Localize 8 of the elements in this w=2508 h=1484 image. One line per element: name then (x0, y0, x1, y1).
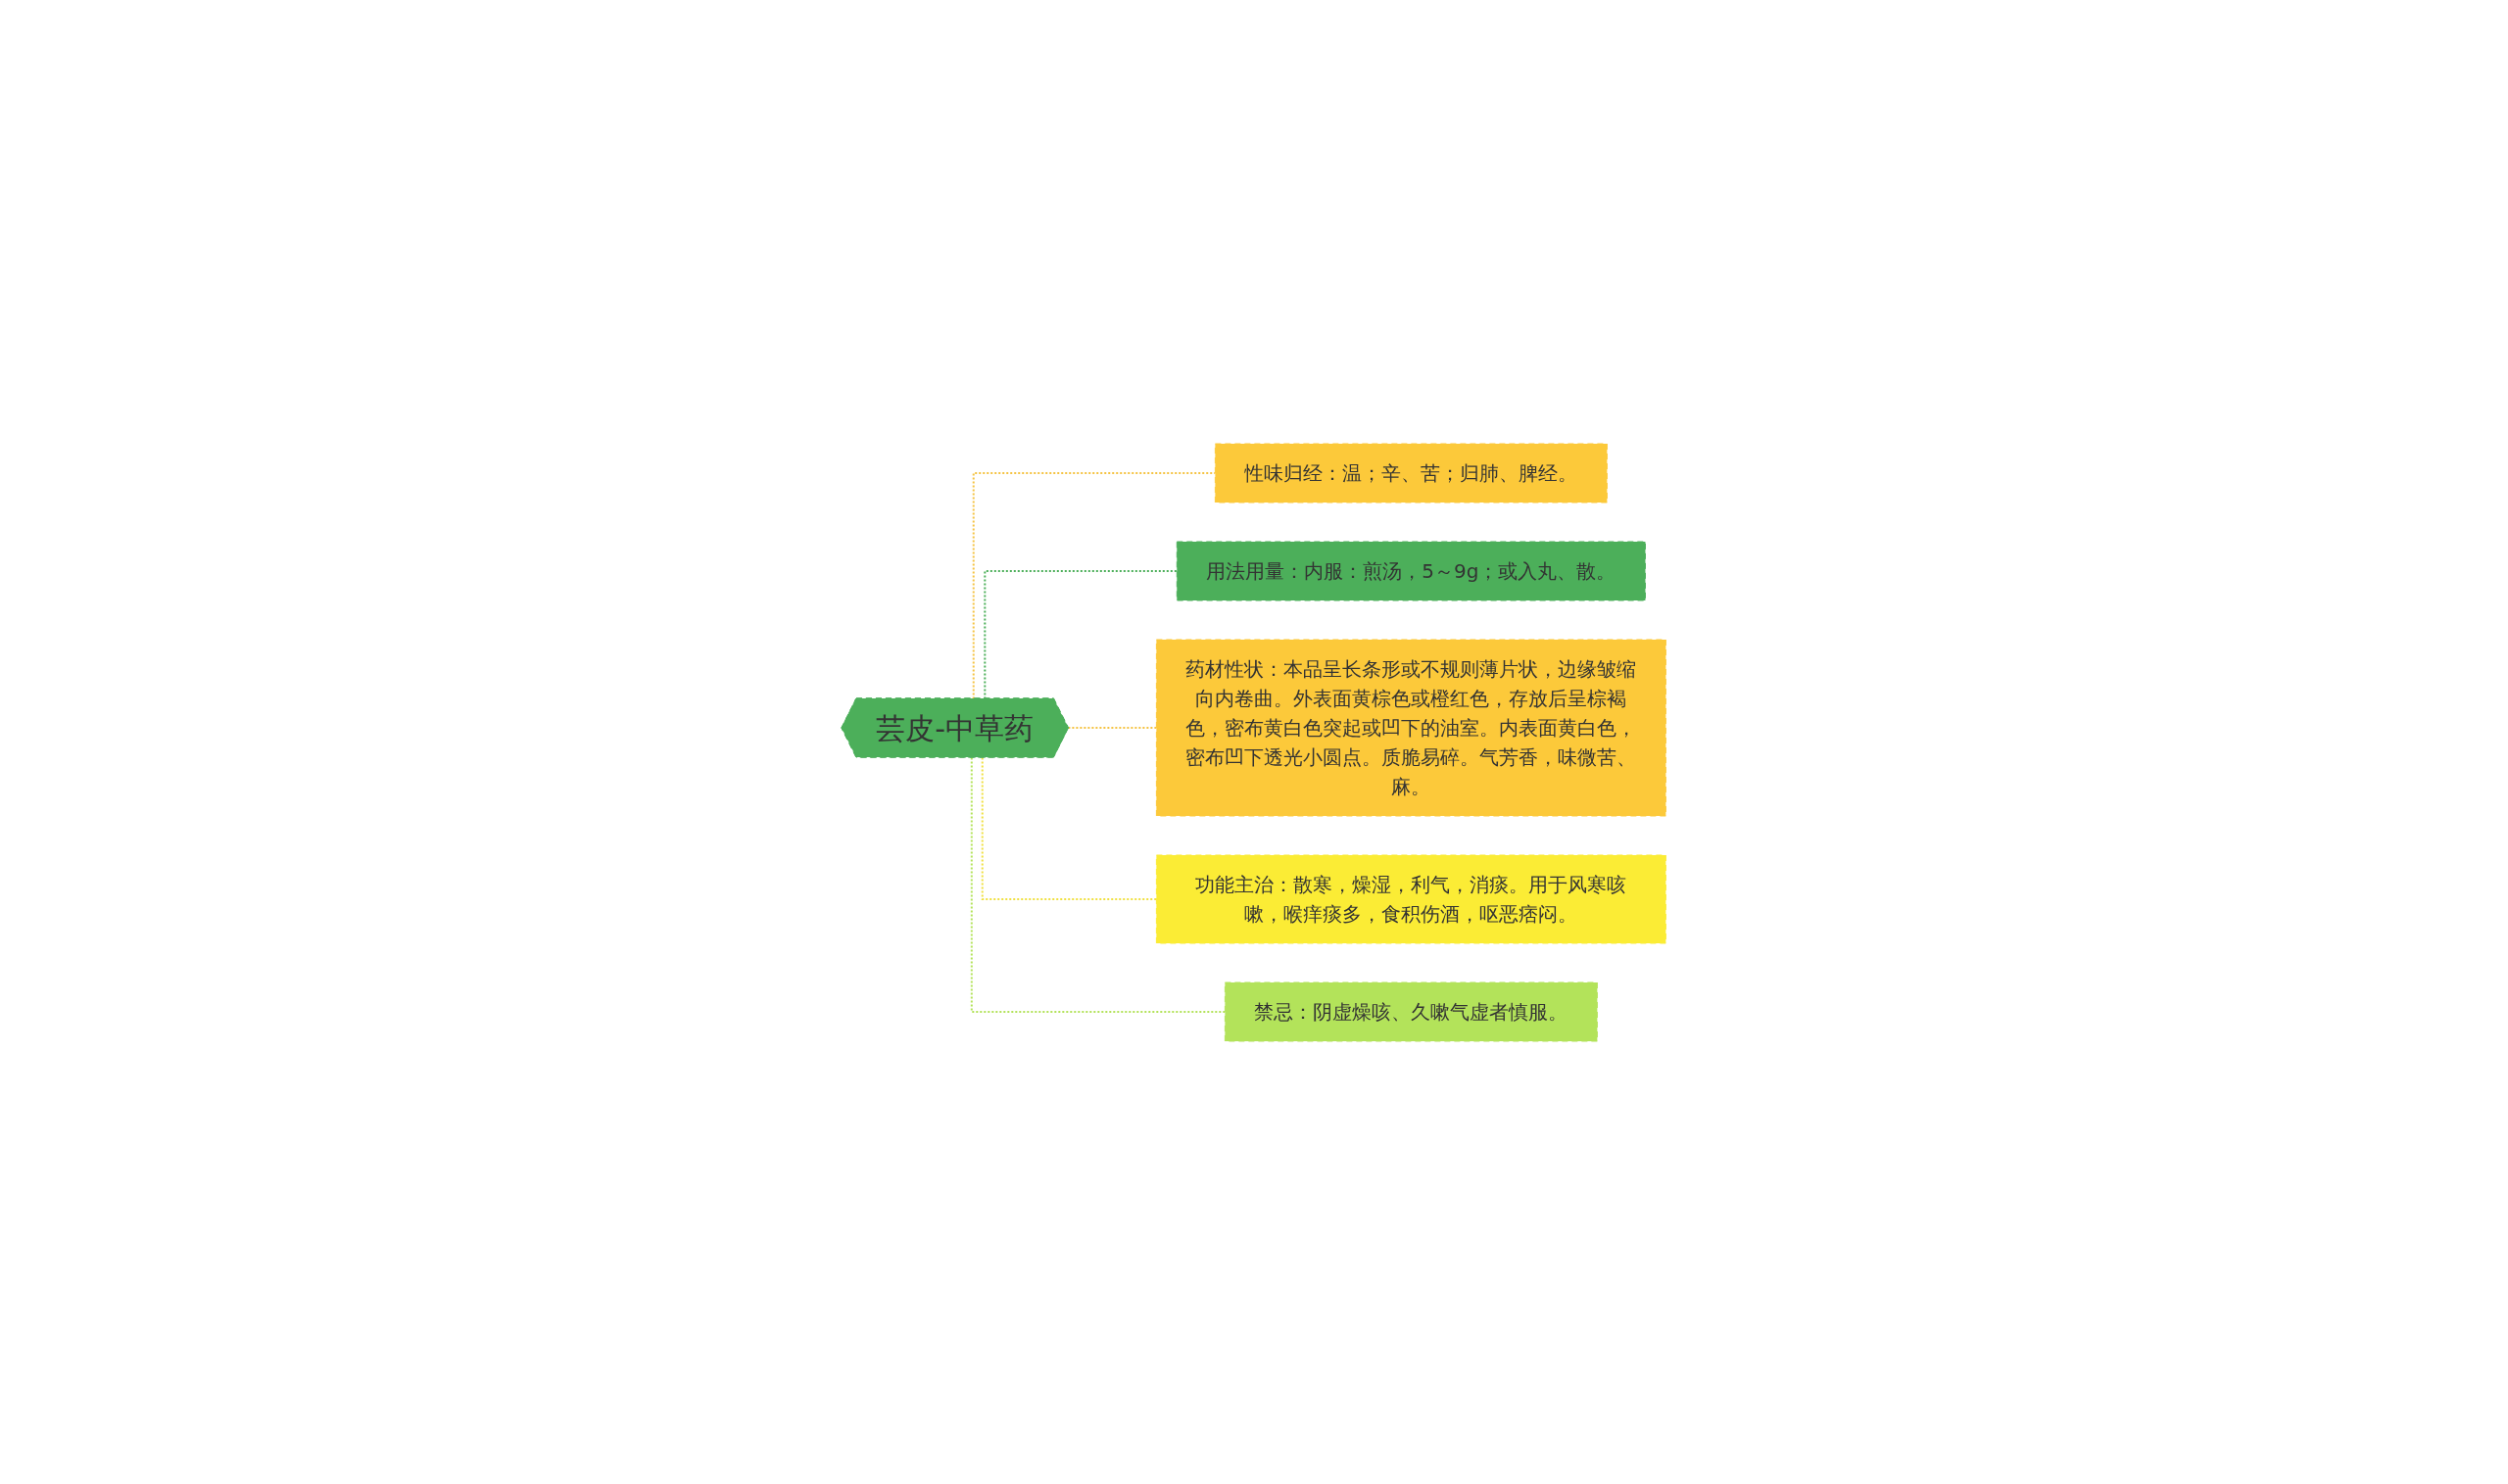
node-box: 性味归经：温；辛、苦；归肺、脾经。 (1215, 443, 1609, 503)
node-box: 用法用量：内服：煎汤，5～9g；或入丸、散。 (1177, 541, 1647, 600)
connector (1068, 726, 1158, 729)
node-box: 功能主治：散寒，燥湿，利气，消痰。用于风寒咳嗽，喉痒痰多，食积伤酒，呕恶痞闷。 (1156, 854, 1667, 943)
node-box: 药材性状：本品呈长条形或不规则薄片状，边缘皱缩向内卷曲。外表面黄棕色或橙红色，存放后呈棕褐色，密布黄白色突起或凹下的油室。内表面黄白色，密布凹下透光小圆点。质脆易碎。气芳香，味微苦、麻。 (1156, 639, 1667, 816)
connector (982, 756, 1158, 900)
connector (971, 756, 1227, 1013)
node-box: 禁忌：阴虚燥咳、久嗽气虚者慎服。 (1225, 981, 1599, 1041)
